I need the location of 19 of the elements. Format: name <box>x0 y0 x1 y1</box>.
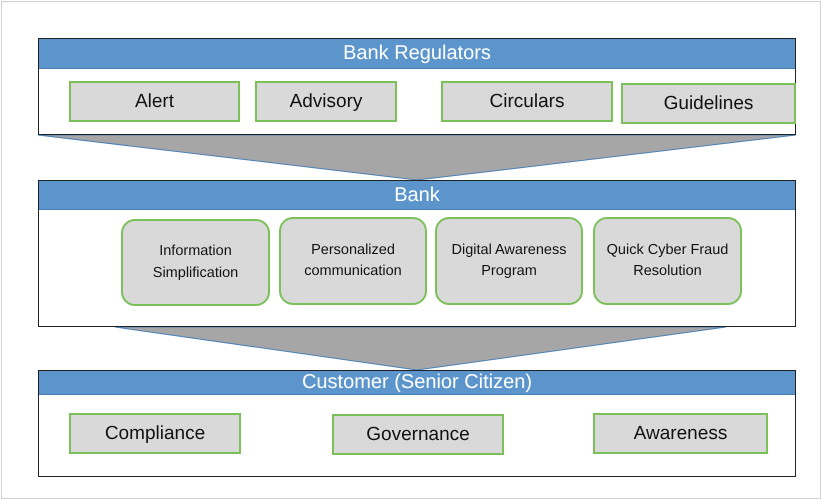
item-box: Awareness <box>593 413 768 454</box>
initiative-box: Personalized communication <box>279 217 427 305</box>
layer-heading: Bank Regulators <box>39 39 795 69</box>
item-box: Guidelines <box>621 83 796 124</box>
initiative-box: Information Simplification <box>121 219 270 306</box>
layer-heading: Bank <box>39 181 795 210</box>
layer-heading: Customer (Senior Citizen) <box>39 371 795 395</box>
initiative-box: Digital Awareness Program <box>435 217 583 305</box>
item-box: Circulars <box>441 81 613 122</box>
initiative-box: Quick Cyber Fraud Resolution <box>593 217 742 305</box>
item-box: Alert <box>69 81 240 122</box>
funnel-arrow <box>38 134 796 180</box>
item-box: Advisory <box>255 81 397 122</box>
layer-panel <box>38 370 796 477</box>
funnel-arrow <box>114 326 726 370</box>
layer-panel <box>38 180 796 327</box>
item-box: Compliance <box>69 413 241 454</box>
item-box: Governance <box>332 414 504 455</box>
layer-panel <box>38 38 796 135</box>
